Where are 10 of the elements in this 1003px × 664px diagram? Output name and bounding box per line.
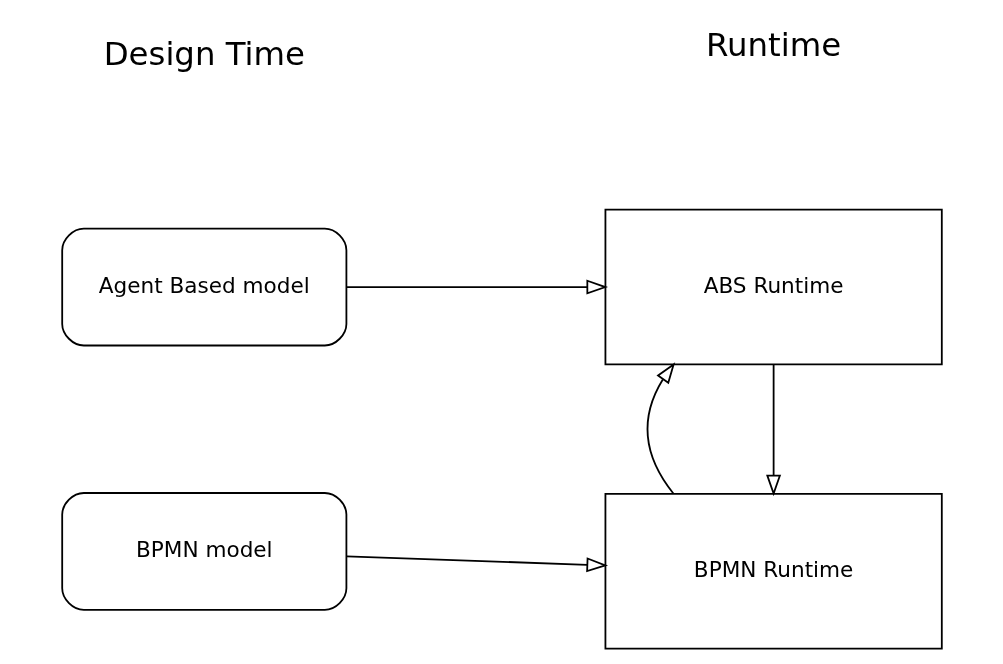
node-box: BPMN model <box>60 492 347 611</box>
arrow <box>646 362 675 495</box>
arrow <box>765 363 781 497</box>
arrow <box>345 555 608 573</box>
arrow <box>345 279 608 295</box>
node-box: Agent Based model <box>60 227 347 347</box>
label: Runtime <box>705 25 841 64</box>
node-box: ABS Runtime <box>604 208 943 366</box>
node-box: BPMN Runtime <box>604 493 943 650</box>
label: Design Time <box>103 34 305 73</box>
